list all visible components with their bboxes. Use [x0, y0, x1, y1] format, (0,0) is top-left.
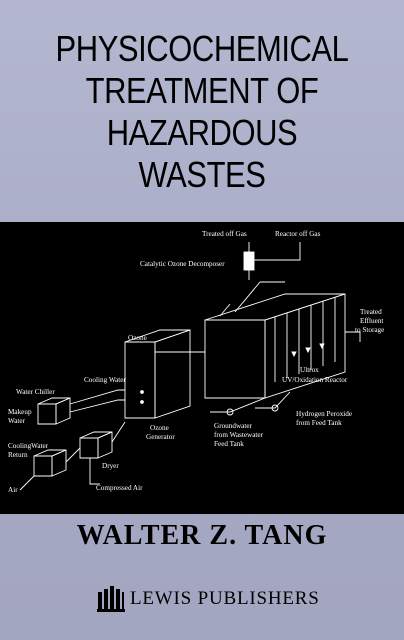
- title-line-2: TREATMENT OF: [85, 70, 319, 111]
- label-groundwater-3: Feed Tank: [214, 440, 244, 448]
- uv-oxidation-reactor: [204, 281, 346, 399]
- treated-effluent-line: [345, 331, 361, 342]
- title-line-3: HAZARDOUS: [106, 112, 298, 153]
- water-chiller: [37, 397, 71, 425]
- label-treated-1: Treated: [360, 308, 382, 316]
- ozone-generator: [124, 329, 191, 419]
- process-diagram: Treated off Gas Reactor off Gas Catalyti…: [8, 230, 384, 494]
- book-title: PHYSICOCHEMICAL TREATMENT OF HAZARDOUS W…: [28, 28, 375, 196]
- label-reactor-off-gas: Reactor off Gas: [275, 230, 321, 238]
- cooling-water-line-2: [69, 399, 125, 413]
- label-cooling-water-return-1: CoolingWater: [8, 442, 49, 450]
- cooling-water-return-unit: [33, 449, 67, 477]
- cooling-water-line: [69, 389, 125, 405]
- reactor-off-gas-line: [254, 242, 301, 261]
- label-treated-off-gas: Treated off Gas: [202, 230, 247, 238]
- air-to-dryer-line: [65, 447, 81, 463]
- title-line-1: PHYSICOCHEMICAL: [55, 28, 349, 69]
- title-line-4: WASTES: [138, 154, 266, 195]
- label-cooling-water-return-2: Return: [8, 451, 28, 459]
- label-makeup-2: Water: [8, 417, 26, 425]
- air-inlet-line: [19, 475, 35, 491]
- label-hydrogen-peroxide-1: Hydrogen Peroxide: [296, 410, 352, 418]
- label-groundwater-1: Groundwater: [214, 422, 253, 430]
- label-dryer: Dryer: [102, 462, 119, 470]
- label-ozone-generator-1: Ozone: [150, 424, 169, 432]
- process-diagram-panel: Treated off Gas Reactor off Gas Catalyti…: [0, 222, 404, 514]
- label-water-chiller: Water Chiller: [16, 388, 55, 396]
- label-makeup-1: Makeup: [8, 408, 32, 416]
- dryer-to-generator-line: [111, 421, 126, 443]
- label-hydrogen-peroxide-2: from Feed Tank: [296, 419, 342, 427]
- dryer: [79, 431, 113, 459]
- label-ultrox-1: Ultrox: [300, 366, 319, 374]
- label-ozone-generator-2: Generator: [146, 433, 175, 441]
- label-groundwater-2: from Wastewater: [214, 431, 264, 439]
- label-treated-3: to Storage: [355, 326, 384, 334]
- label-air: Air: [8, 486, 18, 494]
- feed-lines: [210, 391, 291, 416]
- label-ultrox-2: UV/Oxidation Reactor: [282, 376, 348, 384]
- catalytic-ozone-decomposer: [243, 242, 255, 280]
- publisher-block: LEWIS PUBLISHERS: [0, 580, 404, 620]
- publisher-logo-icon: [97, 586, 125, 612]
- compressed-air-line: [89, 458, 100, 485]
- label-treated-2: Effluent: [360, 317, 383, 325]
- label-catalytic-ozone-decomposer: Catalytic Ozone Decomposer: [140, 260, 225, 268]
- label-ozone: Ozone: [128, 334, 147, 342]
- author-name: WALTER Z. TANG: [76, 520, 328, 551]
- publisher-name: LEWIS PUBLISHERS: [130, 588, 320, 609]
- label-cooling-water: Cooling Water: [84, 376, 126, 384]
- label-compressed-air: Compressed Air: [96, 484, 143, 492]
